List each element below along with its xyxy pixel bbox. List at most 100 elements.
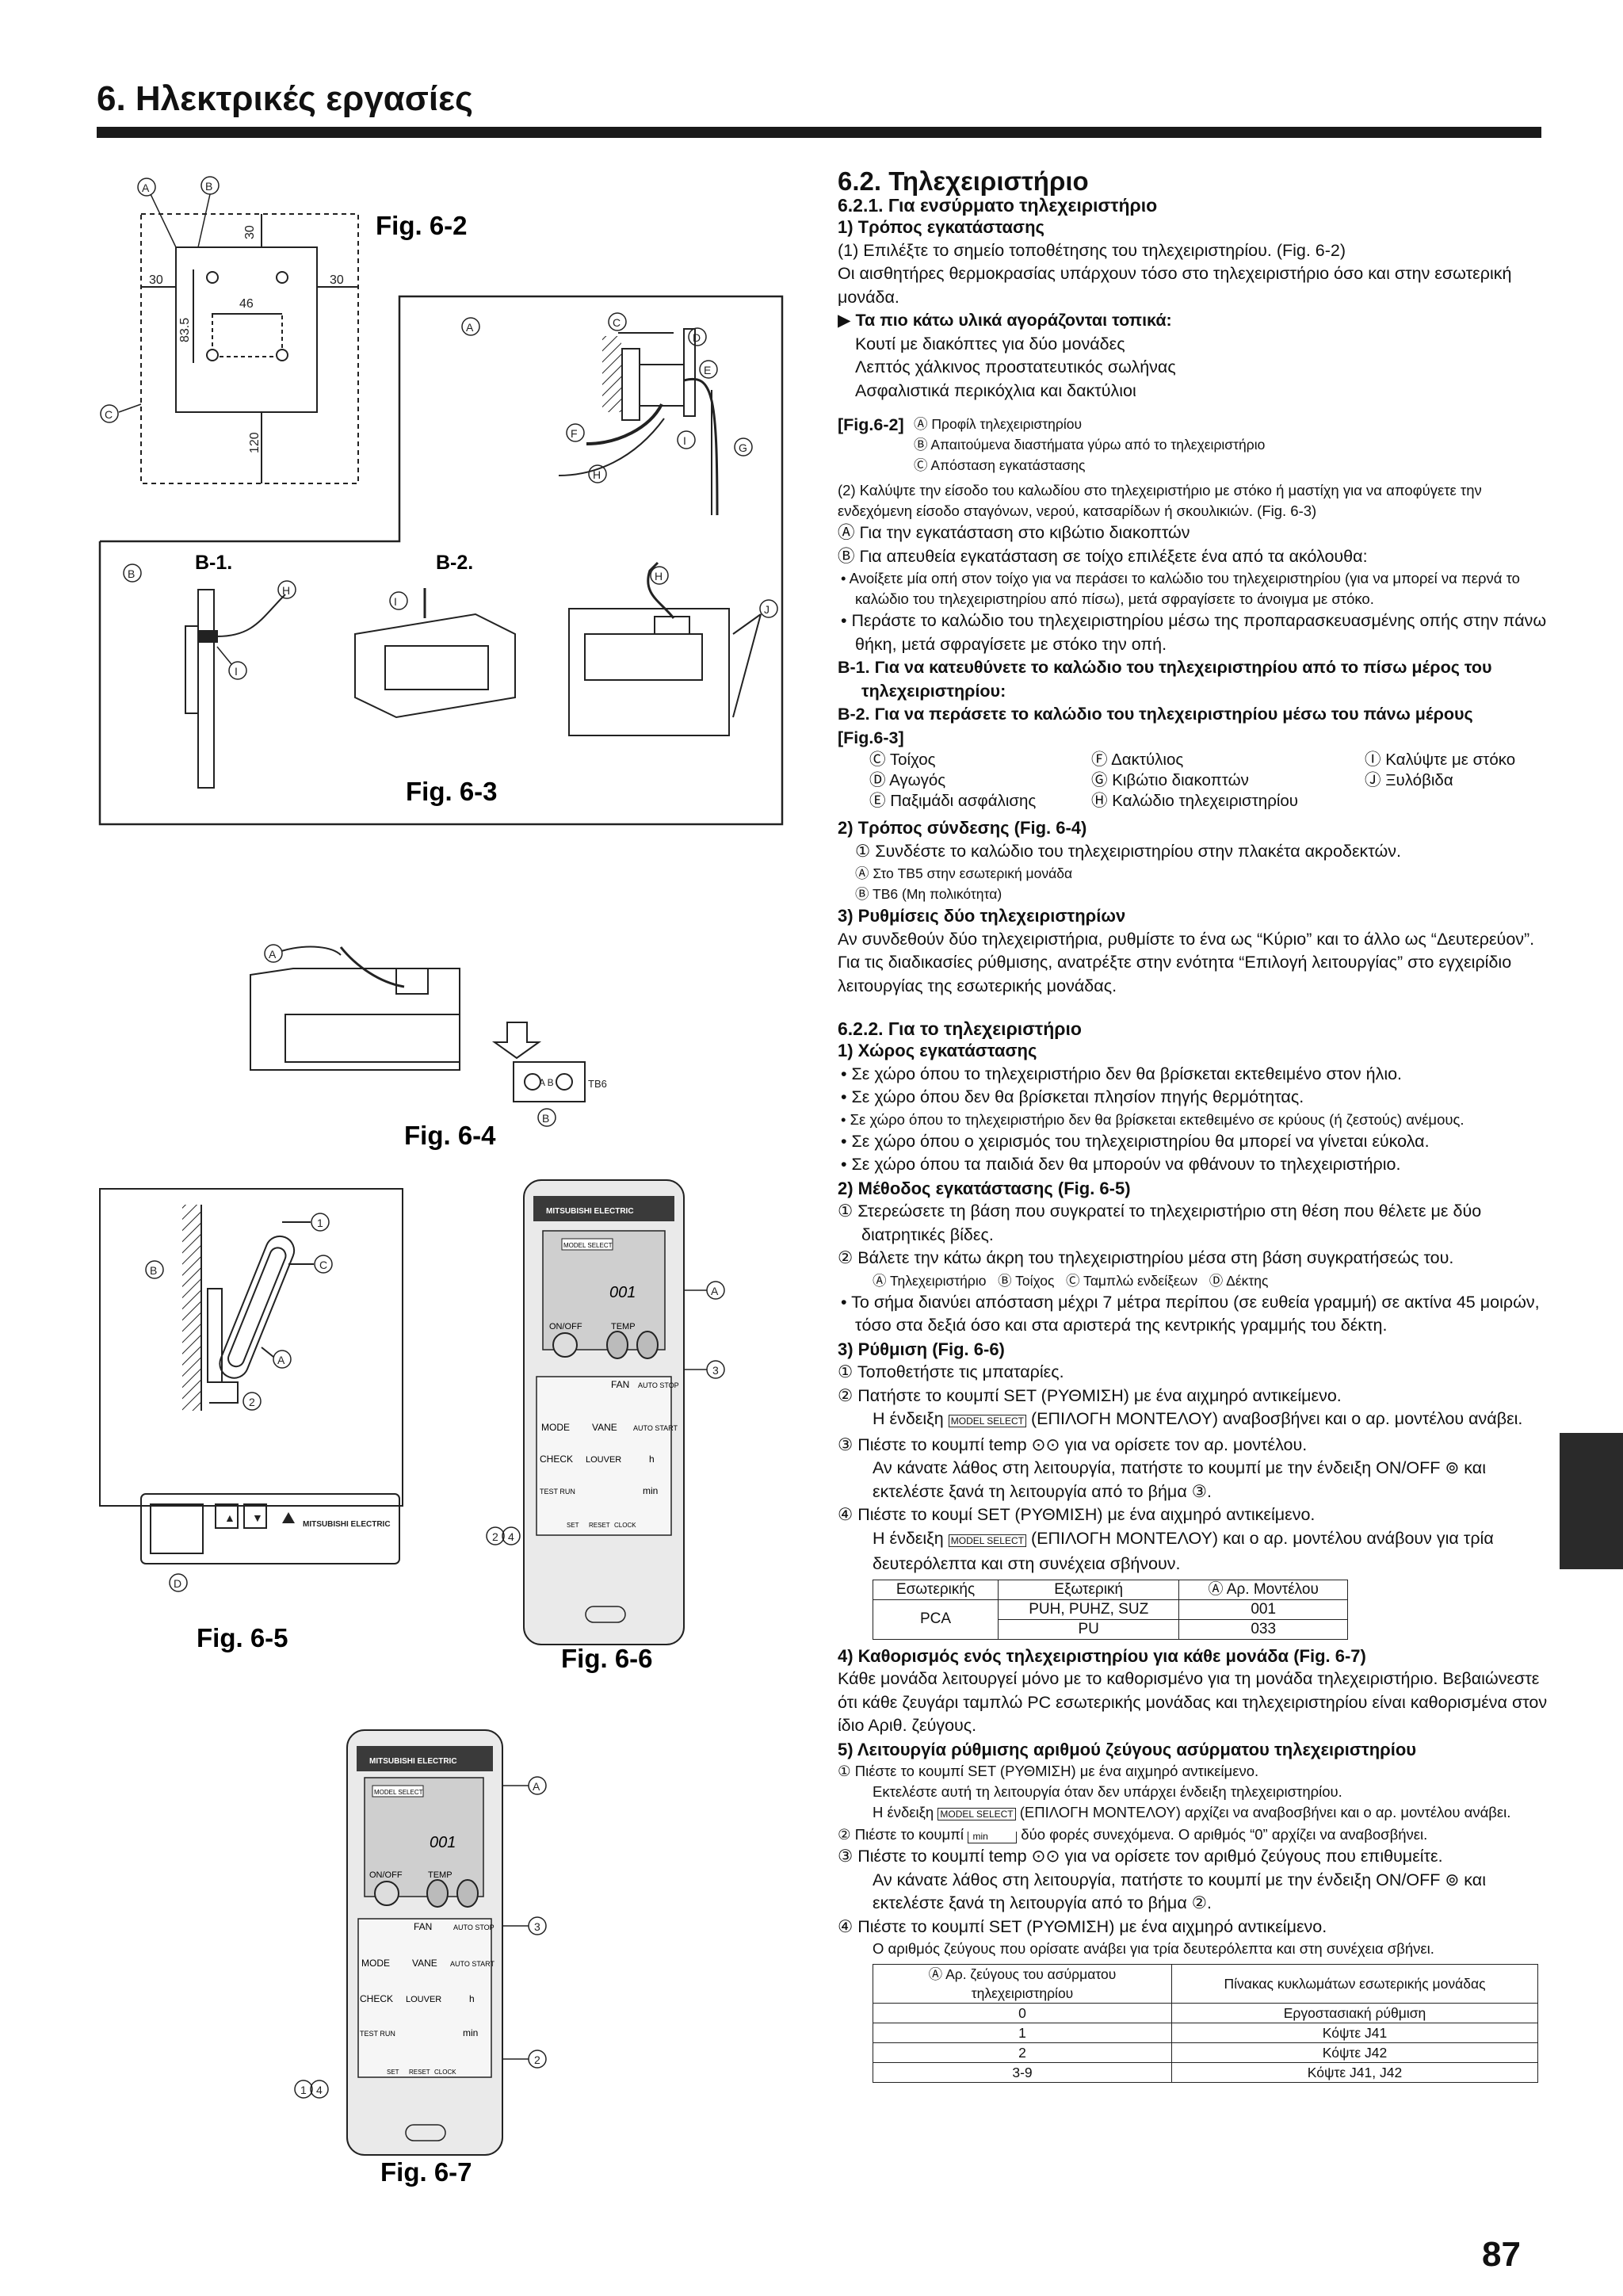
svg-text:MITSUBISHI ELECTRIC: MITSUBISHI ELECTRIC [546,1207,634,1216]
svg-text:C: C [105,408,113,421]
svg-text:83.5: 83.5 [178,318,192,342]
svg-text:LOUVER: LOUVER [406,1995,441,2004]
svg-text:min: min [643,1485,658,1496]
svg-text:1: 1 [300,2084,307,2096]
svg-text:D: D [693,331,701,344]
fig-6-4-label: Fig. 6-4 [404,1121,496,1150]
svg-text:3: 3 [534,1920,540,1933]
svg-text:E: E [704,364,711,376]
svg-text:RESET: RESET [409,2069,430,2076]
svg-text:B-2.: B-2. [436,552,473,574]
svg-text:SET: SET [567,1522,579,1529]
fig-6-5-label: Fig. 6-5 [197,1623,288,1652]
heading-6-2: 6.2. Τηλεχειριστήριο [838,166,1089,196]
svg-text:A: A [269,948,277,961]
svg-text:FAN: FAN [414,1921,432,1932]
svg-text:001: 001 [430,1834,456,1851]
fig63-legend: Ⓒ Τοίχος Ⓕ Δακτύλιος Ⓘ Καλύψτε με στόκο … [869,751,1516,810]
figures-canvas: A B C 30 30 46 30 83.5 120 Fig. 6-2 A C … [98,176,784,2187]
svg-text:VANE: VANE [592,1422,617,1433]
remote-controller-6-7: MITSUBISHI ELECTRIC MODEL SELECT 001 ON/… [346,1729,504,2157]
svg-text:TEMP: TEMP [611,1322,636,1331]
heading-6-2-2: 6.2.2. Για το τηλεχειριστήριο [838,1018,1082,1039]
svg-text:H: H [655,570,663,583]
fig-6-2 [100,176,359,484]
fig-6-3-label: Fig. 6-3 [406,777,498,806]
svg-text:A: A [711,1285,719,1297]
fig62-legend: [Fig.6-2] Ⓐ Προφίλ τηλεχειριστηρίου Ⓑ Απ… [838,415,1266,473]
svg-text:MODE: MODE [361,1958,390,1969]
svg-text:B: B [205,180,212,193]
triangle-icon: ▶ [838,311,856,330]
svg-text:2: 2 [534,2053,540,2066]
svg-text:C: C [319,1259,327,1271]
svg-text:MODEL SELECT: MODEL SELECT [563,1242,613,1249]
svg-text:2: 2 [492,1530,498,1543]
svg-text:C: C [613,316,621,329]
svg-text:RESET: RESET [589,1522,610,1529]
svg-text:FAN: FAN [611,1379,629,1390]
svg-text:MODEL SELECT: MODEL SELECT [374,1789,423,1796]
svg-text:MITSUBISHI ELECTRIC: MITSUBISHI ELECTRIC [369,1757,457,1766]
min-button-icon: min [968,1832,1018,1843]
svg-text:AUTO START: AUTO START [633,1424,678,1432]
svg-text:TEST RUN: TEST RUN [360,2030,395,2038]
svg-text:001: 001 [609,1284,636,1301]
svg-text:H: H [282,584,290,597]
svg-text:D: D [174,1577,181,1590]
svg-text:CLOCK: CLOCK [614,1522,636,1529]
svg-text:min: min [463,2027,478,2038]
fig-6-7-label: Fig. 6-7 [380,2157,472,2187]
svg-text:TB6: TB6 [588,1078,607,1090]
svg-text:30: 30 [149,273,163,287]
svg-text:30: 30 [243,225,257,239]
heading-6-2-1: 6.2.1. Για ενσύρματο τηλεχειριστήριο [838,195,1158,216]
section-tab [1560,1433,1623,1569]
svg-text:AUTO STOP: AUTO STOP [453,1924,495,1931]
svg-text:A B: A B [539,1077,554,1088]
svg-text:30: 30 [330,273,344,287]
svg-text:3: 3 [712,1364,719,1377]
page-number: 87 [1482,2235,1521,2274]
svg-text:H: H [593,468,601,481]
svg-text:I: I [235,665,238,678]
svg-text:B: B [150,1264,157,1277]
svg-text:▲: ▲ [224,1511,235,1524]
svg-text:MITSUBISHI ELECTRIC: MITSUBISHI ELECTRIC [303,1520,391,1529]
remote-controller-6-6: MITSUBISHI ELECTRIC MODEL SELECT 001 ON/… [522,1179,685,1646]
svg-text:F: F [571,427,578,440]
svg-text:I: I [683,434,686,447]
svg-text:4: 4 [316,2084,323,2096]
svg-text:4: 4 [508,1530,514,1543]
svg-text:120: 120 [248,432,262,453]
svg-text:J: J [764,603,769,616]
svg-text:MODE: MODE [541,1422,570,1433]
svg-text:VANE: VANE [412,1958,437,1969]
svg-text:46: 46 [239,297,254,311]
svg-text:I: I [394,595,397,608]
fig-6-6-label: Fig. 6-6 [561,1644,653,1673]
svg-text:1: 1 [317,1217,323,1229]
title-rule [97,127,1541,138]
fig-6-2-label: Fig. 6-2 [376,211,468,240]
svg-text:2: 2 [249,1396,255,1408]
page-title: 6. Ηλεκτρικές εργασίες [97,79,473,118]
svg-text:CLOCK: CLOCK [434,2069,456,2076]
svg-text:LOUVER: LOUVER [586,1455,621,1465]
svg-text:B: B [542,1112,549,1125]
pair-table: Ⓐ Αρ. ζεύγους του ασύρματου τηλεχειριστη… [873,1964,1538,2083]
svg-text:h: h [649,1454,655,1465]
svg-text:B: B [128,567,135,580]
svg-text:CHECK: CHECK [360,1993,393,2004]
model-table: Εσωτερικής Εξωτερική Ⓐ Αρ. Μοντέλου PCA … [872,1579,1348,1640]
svg-text:G: G [739,441,747,454]
svg-text:AUTO STOP: AUTO STOP [638,1381,679,1389]
svg-text:A: A [142,181,150,194]
svg-text:▼: ▼ [252,1511,263,1524]
svg-text:AUTO START: AUTO START [450,1960,495,1968]
svg-text:A: A [533,1780,540,1793]
svg-text:h: h [469,1993,475,2004]
svg-text:TEST RUN: TEST RUN [540,1488,575,1496]
svg-text:B-1.: B-1. [195,552,232,574]
svg-text:SET: SET [387,2069,399,2076]
